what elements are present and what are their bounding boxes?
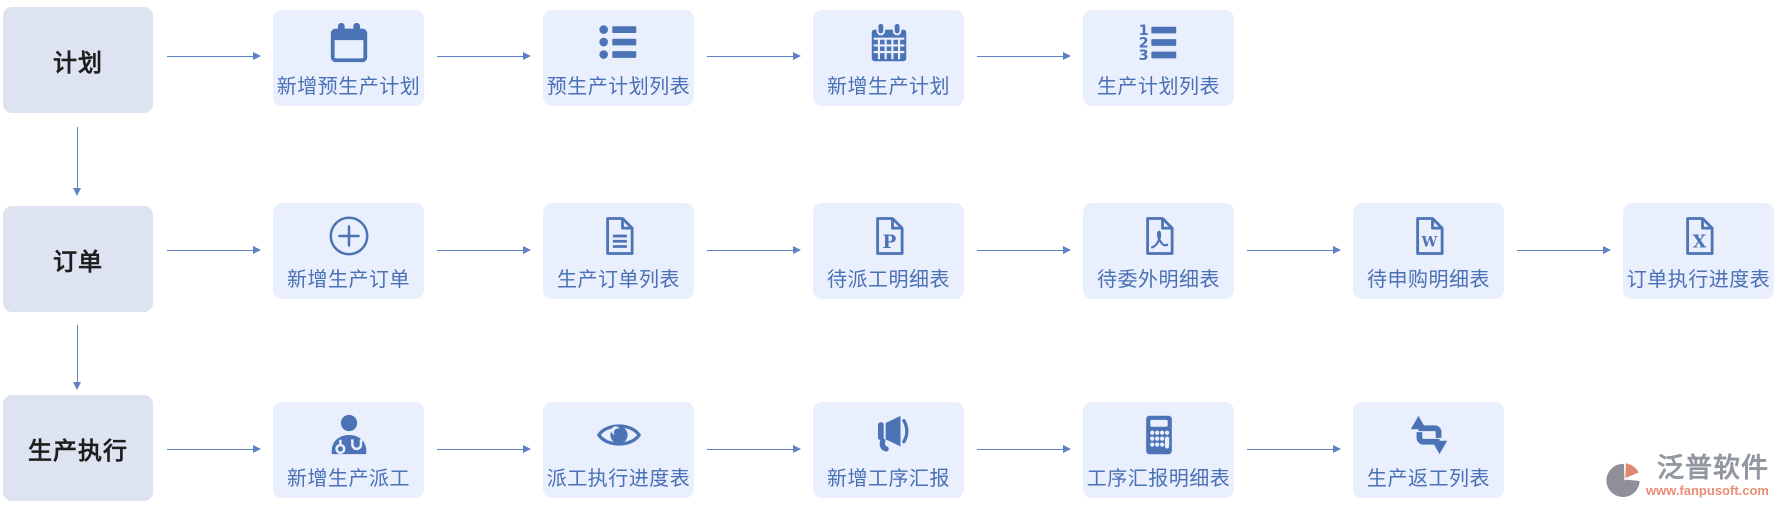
arrow-right — [977, 445, 1071, 453]
flow-node-label: 待申购明细表 — [1367, 269, 1490, 291]
file-letter-x: X — [1692, 232, 1706, 252]
flow-node-production-rework-list[interactable]: 生产返工列表 — [1353, 402, 1504, 498]
file-word-icon: W — [1408, 212, 1450, 260]
list-number-1: 1 — [1138, 23, 1148, 39]
flow-node-new-process-report[interactable]: 新增工序汇报 — [813, 402, 964, 498]
flow-node-pending-dispatch-detail[interactable]: P 待派工明细表 — [813, 203, 964, 299]
eye-icon — [594, 411, 644, 459]
arrow-down — [72, 325, 81, 390]
file-p-icon: P — [868, 212, 910, 260]
arrow-right — [707, 246, 801, 254]
stage-box-production-execution: 生产执行 — [3, 395, 153, 501]
arrow-right — [167, 246, 261, 254]
fanpu-logo-icon — [1604, 461, 1642, 504]
flow-node-process-report-detail[interactable]: 工序汇报明细表 — [1083, 402, 1234, 498]
rework-cycle-icon — [1406, 411, 1452, 459]
flow-node-pending-purchase-detail[interactable]: W 待申购明细表 — [1353, 203, 1504, 299]
fanpu-logo-name: 泛普软件 — [1657, 453, 1769, 483]
file-letter-w: W — [1420, 235, 1437, 251]
fanpu-logo: 泛普软件 www.fanpusoft.com — [1604, 453, 1769, 504]
flow-node-label: 新增工序汇报 — [827, 468, 950, 490]
fanpu-logo-url: www.fanpusoft.com — [1645, 483, 1769, 498]
flow-node-new-production-order[interactable]: 新增生产订单 — [273, 203, 424, 299]
arrow-right — [167, 52, 261, 60]
arrow-right — [437, 445, 531, 453]
arrow-right — [707, 445, 801, 453]
stage-label: 订单 — [53, 248, 103, 276]
flow-node-new-production-plan[interactable]: 新增生产计划 — [813, 10, 964, 106]
flow-node-production-plan-list[interactable]: 1 2 3 生产计划列表 — [1083, 10, 1234, 106]
arrow-down — [72, 127, 81, 196]
plus-circle-icon — [326, 212, 372, 260]
arrow-right — [167, 445, 261, 453]
stage-box-order: 订单 — [3, 206, 153, 312]
file-excel-icon: X — [1678, 212, 1720, 260]
flow-node-label: 生产订单列表 — [557, 269, 680, 291]
flow-node-label: 新增生产订单 — [287, 269, 410, 291]
flow-node-label: 新增预生产计划 — [276, 76, 421, 98]
flow-node-pending-outsource-detail[interactable]: 待委外明细表 — [1083, 203, 1234, 299]
flow-node-label: 生产计划列表 — [1097, 76, 1220, 98]
calculator-icon — [1137, 411, 1181, 459]
stage-box-plan: 计划 — [3, 7, 153, 113]
flow-node-label: 新增生产派工 — [287, 468, 410, 490]
numbered-list-icon: 1 2 3 — [1136, 19, 1182, 67]
flow-node-production-order-list[interactable]: 生产订单列表 — [543, 203, 694, 299]
arrow-right — [1247, 445, 1341, 453]
bullet-list-icon — [596, 19, 642, 67]
file-letter-p: P — [882, 232, 896, 253]
arrow-right — [977, 52, 1071, 60]
stage-label: 计划 — [53, 49, 103, 77]
flow-node-new-pre-production-plan[interactable]: 新增预生产计划 — [273, 10, 424, 106]
flow-node-label: 预生产计划列表 — [546, 76, 691, 98]
arrow-right — [437, 246, 531, 254]
flow-node-label: 生产返工列表 — [1367, 468, 1490, 490]
flow-node-label: 派工执行进度表 — [546, 468, 691, 490]
flow-node-label: 工序汇报明细表 — [1086, 468, 1231, 490]
flow-node-pre-production-plan-list[interactable]: 预生产计划列表 — [543, 10, 694, 106]
list-number-2: 2 — [1138, 35, 1148, 51]
flow-node-order-execution-progress[interactable]: X 订单执行进度表 — [1623, 203, 1774, 299]
flow-node-dispatch-execution-progress[interactable]: 派工执行进度表 — [543, 402, 694, 498]
flow-node-label: 待派工明细表 — [827, 269, 950, 291]
file-pdf-icon — [1138, 212, 1180, 260]
arrow-right — [1247, 246, 1341, 254]
arrow-right — [707, 52, 801, 60]
file-lines-icon — [598, 212, 640, 260]
calendar-icon — [326, 19, 372, 67]
arrow-right — [977, 246, 1071, 254]
user-md-icon — [326, 411, 372, 459]
megaphone-icon — [866, 411, 912, 459]
list-number-3: 3 — [1138, 48, 1148, 64]
arrow-right — [1517, 246, 1611, 254]
flow-node-new-production-dispatch[interactable]: 新增生产派工 — [273, 402, 424, 498]
flow-node-label: 订单执行进度表 — [1626, 269, 1771, 291]
stage-label: 生产执行 — [28, 437, 128, 465]
calendar-grid-icon — [866, 19, 912, 67]
flow-node-label: 新增生产计划 — [827, 76, 950, 98]
flow-node-label: 待委外明细表 — [1097, 269, 1220, 291]
arrow-right — [437, 52, 531, 60]
